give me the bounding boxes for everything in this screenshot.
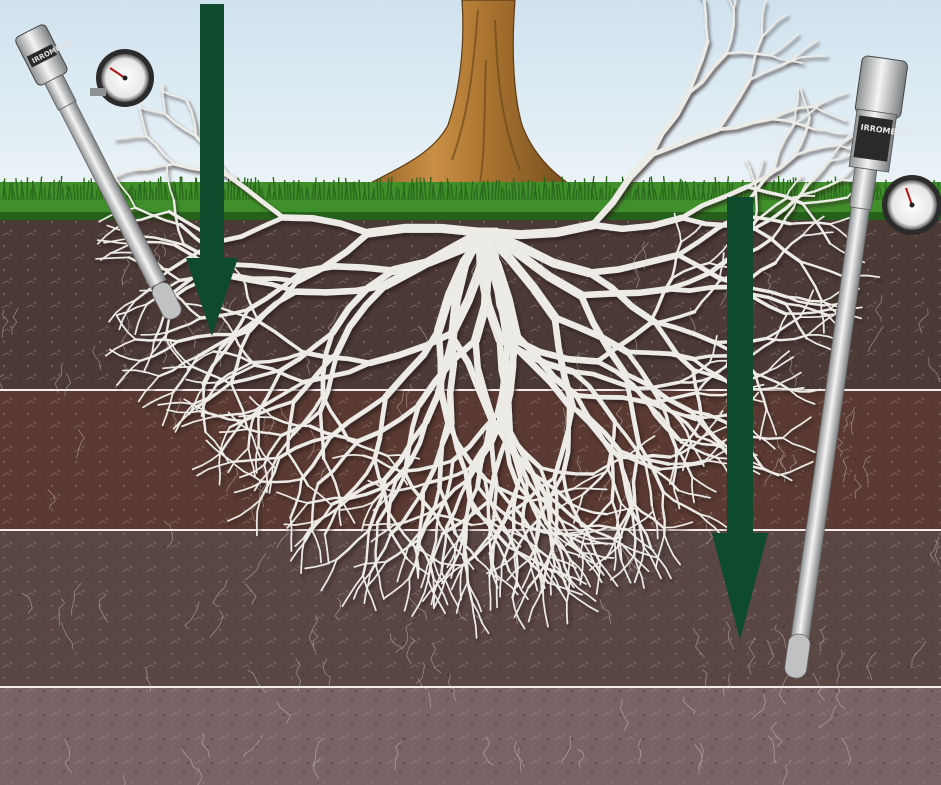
root-branch	[790, 223, 830, 225]
root-branch	[584, 543, 613, 544]
pressure-gauge-right	[882, 175, 941, 235]
root-branch	[369, 228, 479, 233]
root-branch	[258, 410, 259, 446]
root-branch	[450, 333, 454, 424]
root-branch	[612, 452, 614, 500]
root-branch	[496, 575, 497, 607]
root-branch	[219, 454, 220, 485]
